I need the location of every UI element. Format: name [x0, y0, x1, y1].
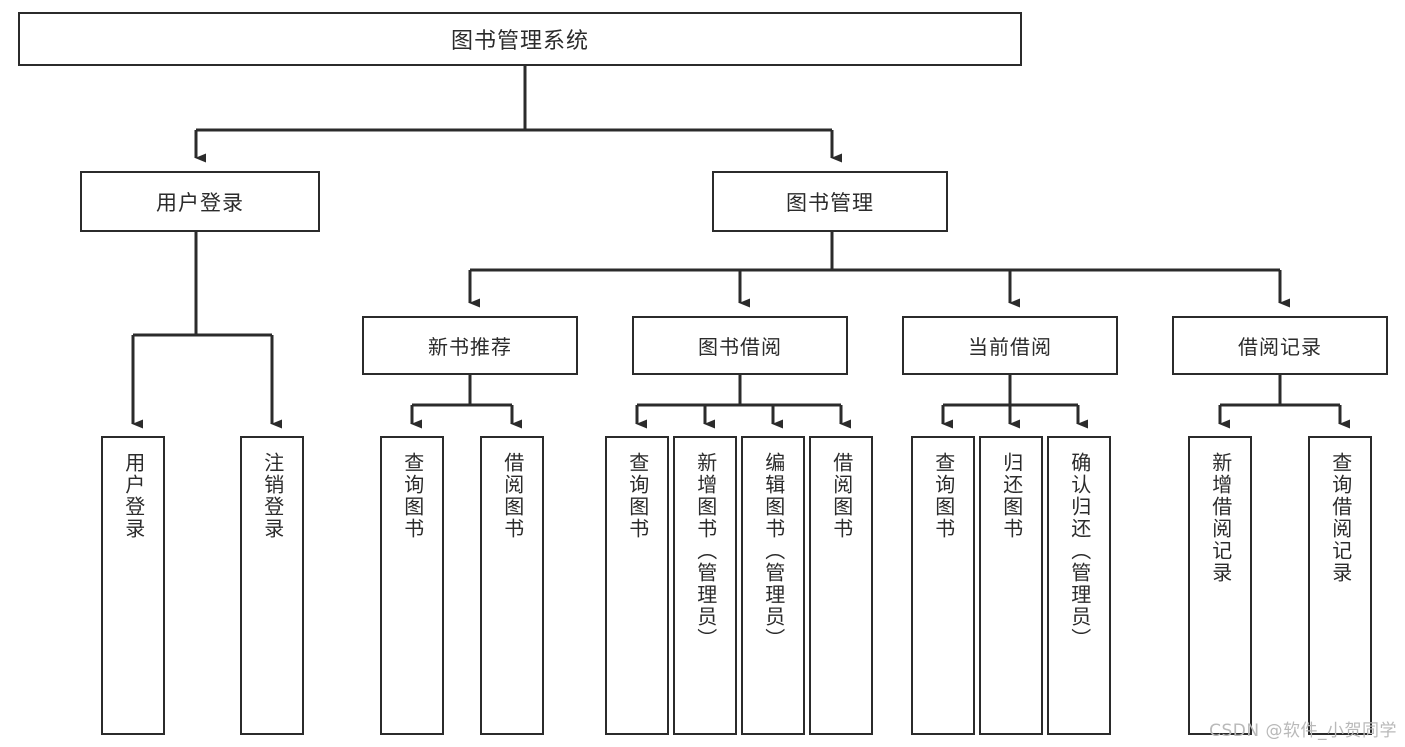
leaf-book-borrow-1-label: 查询图书 [625, 452, 650, 540]
leaf-current-borrow-3[interactable]: 确认归还（管理员） [1047, 436, 1111, 735]
leaf-borrow-record-1[interactable]: 新增借阅记录 [1188, 436, 1252, 735]
node-book-management[interactable]: 图书管理 [712, 171, 948, 232]
leaf-current-borrow-2[interactable]: 归还图书 [979, 436, 1043, 735]
leaf-user-login-1[interactable]: 用户登录 [101, 436, 165, 735]
leaf-user-login-2[interactable]: 注销登录 [240, 436, 304, 735]
node-root-book-management-system[interactable]: 图书管理系统 [18, 12, 1022, 66]
watermark-text: CSDN @软件_小贺同学 [1209, 721, 1397, 741]
leaf-current-borrow-3-label: 确认归还（管理员） [1067, 452, 1092, 650]
node-book-management-label: 图书管理 [786, 190, 874, 215]
leaf-user-login-1-label: 用户登录 [121, 452, 146, 540]
leaf-borrow-record-2[interactable]: 查询借阅记录 [1308, 436, 1372, 735]
node-root-label: 图书管理系统 [450, 29, 589, 54]
leaf-current-borrow-1[interactable]: 查询图书 [911, 436, 975, 735]
leaf-new-book-2-label: 借阅图书 [500, 452, 525, 540]
leaf-user-login-2-label: 注销登录 [260, 452, 285, 540]
node-new-book-recommend-label: 新书推荐 [428, 335, 512, 359]
node-user-login[interactable]: 用户登录 [80, 171, 320, 232]
node-book-borrow-label: 图书借阅 [698, 335, 782, 359]
leaf-borrow-record-2-label: 查询借阅记录 [1328, 452, 1353, 584]
node-borrow-record-label: 借阅记录 [1238, 335, 1322, 359]
node-current-borrow[interactable]: 当前借阅 [902, 316, 1118, 375]
leaf-borrow-record-1-label: 新增借阅记录 [1208, 452, 1233, 584]
node-borrow-record[interactable]: 借阅记录 [1172, 316, 1388, 375]
node-user-login-label: 用户登录 [156, 190, 244, 215]
leaf-book-borrow-1[interactable]: 查询图书 [605, 436, 669, 735]
node-book-borrow[interactable]: 图书借阅 [632, 316, 848, 375]
leaf-new-book-1-label: 查询图书 [400, 452, 425, 540]
node-new-book-recommend[interactable]: 新书推荐 [362, 316, 578, 375]
leaf-new-book-2[interactable]: 借阅图书 [480, 436, 544, 735]
leaf-book-borrow-4-label: 借阅图书 [829, 452, 854, 540]
leaf-new-book-1[interactable]: 查询图书 [380, 436, 444, 735]
leaf-current-borrow-2-label: 归还图书 [999, 452, 1024, 540]
leaf-book-borrow-4[interactable]: 借阅图书 [809, 436, 873, 735]
leaf-book-borrow-3-label: 编辑图书（管理员） [761, 452, 786, 650]
leaf-book-borrow-2-label: 新增图书（管理员） [693, 452, 718, 650]
leaf-book-borrow-2[interactable]: 新增图书（管理员） [673, 436, 737, 735]
leaf-book-borrow-3[interactable]: 编辑图书（管理员） [741, 436, 805, 735]
node-current-borrow-label: 当前借阅 [968, 335, 1052, 359]
leaf-current-borrow-1-label: 查询图书 [931, 452, 956, 540]
